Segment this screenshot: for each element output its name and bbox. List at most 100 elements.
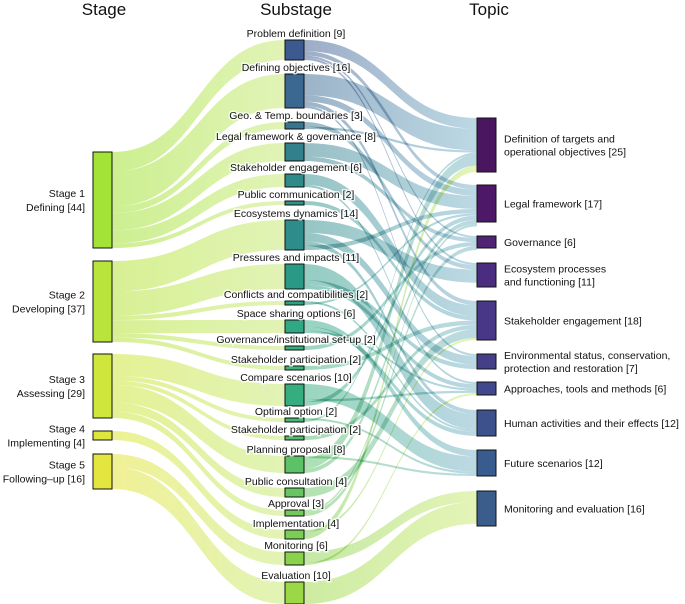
flow-stage-2-to-substage-9 [112, 301, 285, 321]
topic-column-header: Topic [469, 0, 509, 19]
flow-substage-2-to-topic-1 [304, 74, 477, 151]
flow-stage-3-to-substage-18 [112, 411, 285, 516]
substage-label-6: Public communication [2] [238, 189, 355, 201]
stage-node-3 [92, 353, 113, 419]
substage-label-15: Stakeholder participation [2] [231, 424, 361, 436]
substage-label-11: Governance/institutional set-up [2] [216, 334, 375, 346]
substage-label-7: Ecosystems dynamics [14] [234, 208, 358, 220]
flow-stage-1-to-substage-4 [112, 143, 285, 231]
flow-substage-8-to-topic-7 [304, 284, 477, 389]
substage-node-16 [284, 455, 305, 474]
flow-substage-5-to-topic-7 [304, 184, 477, 385]
flow-substage-2-to-topic-2 [304, 95, 477, 196]
topic-label-10: Monitoring and evaluation [16] [504, 504, 645, 516]
flow-stage-5-to-substage-20 [112, 454, 285, 565]
flow-substage-9-to-topic-8 [304, 301, 477, 432]
flow-substage-20-to-topic-7 [304, 392, 477, 565]
substage-node-7 [284, 219, 305, 251]
topic-label-3: Governance [6] [504, 237, 576, 249]
substage-label-14: Optimal option [2] [255, 406, 337, 418]
stage-node-4 [92, 430, 113, 441]
flow-substage-17-to-topic-5 [304, 329, 477, 497]
substage-label-12: Stakeholder participation [2] [231, 354, 361, 366]
substage-node-4 [284, 142, 305, 162]
substage-label-5: Stakeholder engagement [6] [230, 162, 362, 174]
substage-column-header: Substage [260, 0, 332, 19]
flow-substage-8-to-topic-6 [304, 279, 477, 369]
substage-label-18: Approval [3] [268, 498, 324, 510]
substage-label-1: Problem definition [9] [247, 28, 346, 40]
topic-label-2: Legal framework [17] [504, 199, 602, 211]
stage-to-substage-flows [112, 40, 285, 604]
topic-node-1 [476, 117, 497, 173]
flow-substage-7-to-topic-4 [304, 220, 477, 283]
flow-substage-16-to-topic-9 [304, 456, 477, 476]
flow-substage-1-to-topic-1 [304, 40, 477, 129]
topic-node-2 [476, 184, 497, 223]
flow-stage-3-to-substage-15 [112, 380, 285, 440]
substage-label-3: Geo. & Temp. boundaries [3] [229, 110, 363, 122]
substage-node-10 [284, 319, 305, 334]
stage-node-1 [92, 151, 113, 249]
substage-node-11 [284, 345, 305, 351]
flow-substage-16-to-topic-2 [304, 219, 477, 473]
flow-stage-5-to-substage-21 [112, 467, 285, 604]
flow-substage-9-to-topic-2 [304, 213, 477, 305]
topic-label-6: Environmental status, conservation,prote… [504, 350, 670, 375]
flow-stage-1-to-substage-1 [112, 40, 285, 172]
flow-stage-3-to-substage-16 [112, 384, 285, 473]
topic-node-9 [476, 449, 497, 477]
substage-node-17 [284, 487, 305, 498]
substage-node-15 [284, 435, 305, 441]
flow-substage-19-to-topic-5 [304, 337, 477, 533]
flow-substage-11-to-topic-3 [304, 242, 477, 350]
substage-node-2 [284, 73, 305, 109]
topic-node-4 [476, 262, 497, 288]
substage-label-9: Conflicts and compatibilities [2] [224, 289, 368, 301]
flow-substage-7-to-topic-2 [304, 208, 477, 250]
substage-label-4: Legal framework & governance [8] [216, 131, 376, 143]
flow-substage-18-to-topic-3 [304, 246, 477, 516]
substage-node-21 [284, 581, 305, 604]
flow-stage-1-to-substage-5 [112, 174, 285, 244]
substage-node-13 [284, 383, 305, 407]
flow-substage-13-to-topic-9 [304, 384, 477, 472]
flow-stage-1-to-substage-3 [112, 122, 285, 214]
substage-node-20 [284, 551, 305, 566]
substage-label-10: Space sharing options [6] [237, 308, 356, 320]
substage-node-12 [284, 365, 305, 371]
topic-label-7: Approaches, tools and methods [6] [504, 384, 666, 396]
substage-node-9 [284, 300, 305, 306]
substage-node-8 [284, 263, 305, 290]
flow-substage-16-to-topic-1 [304, 154, 477, 469]
flow-substage-10-to-topic-9 [304, 320, 477, 457]
substage-node-19 [284, 529, 305, 540]
substage-node-6 [284, 200, 305, 206]
flow-stage-2-to-substage-10 [112, 320, 285, 334]
flow-stage-4-to-substage-19 [112, 431, 285, 539]
topic-node-5 [476, 300, 497, 341]
flow-substage-7-to-topic-8 [304, 241, 477, 415]
flow-substage-4-to-topic-3 [304, 156, 477, 242]
flow-substage-14-to-topic-1 [304, 152, 477, 422]
substage-to-topic-flows [304, 40, 477, 604]
topic-label-8: Human activities and their effects [12] [504, 418, 679, 430]
substage-node-5 [284, 173, 305, 188]
substage-node-3 [284, 121, 305, 130]
topic-node-3 [476, 235, 497, 249]
flow-stage-2-to-substage-11 [112, 333, 285, 350]
substage-label-2: Defining objectives [16] [242, 62, 351, 74]
substage-label-21: Evaluation [10] [261, 570, 331, 582]
stage-node-2 [92, 260, 113, 343]
flow-substage-3-to-topic-1 [304, 126, 477, 153]
substage-label-17: Public consultation [4] [245, 476, 347, 488]
flow-stage-2-to-substage-7 [112, 220, 285, 292]
substage-label-8: Pressures and impacts [11] [233, 252, 360, 264]
